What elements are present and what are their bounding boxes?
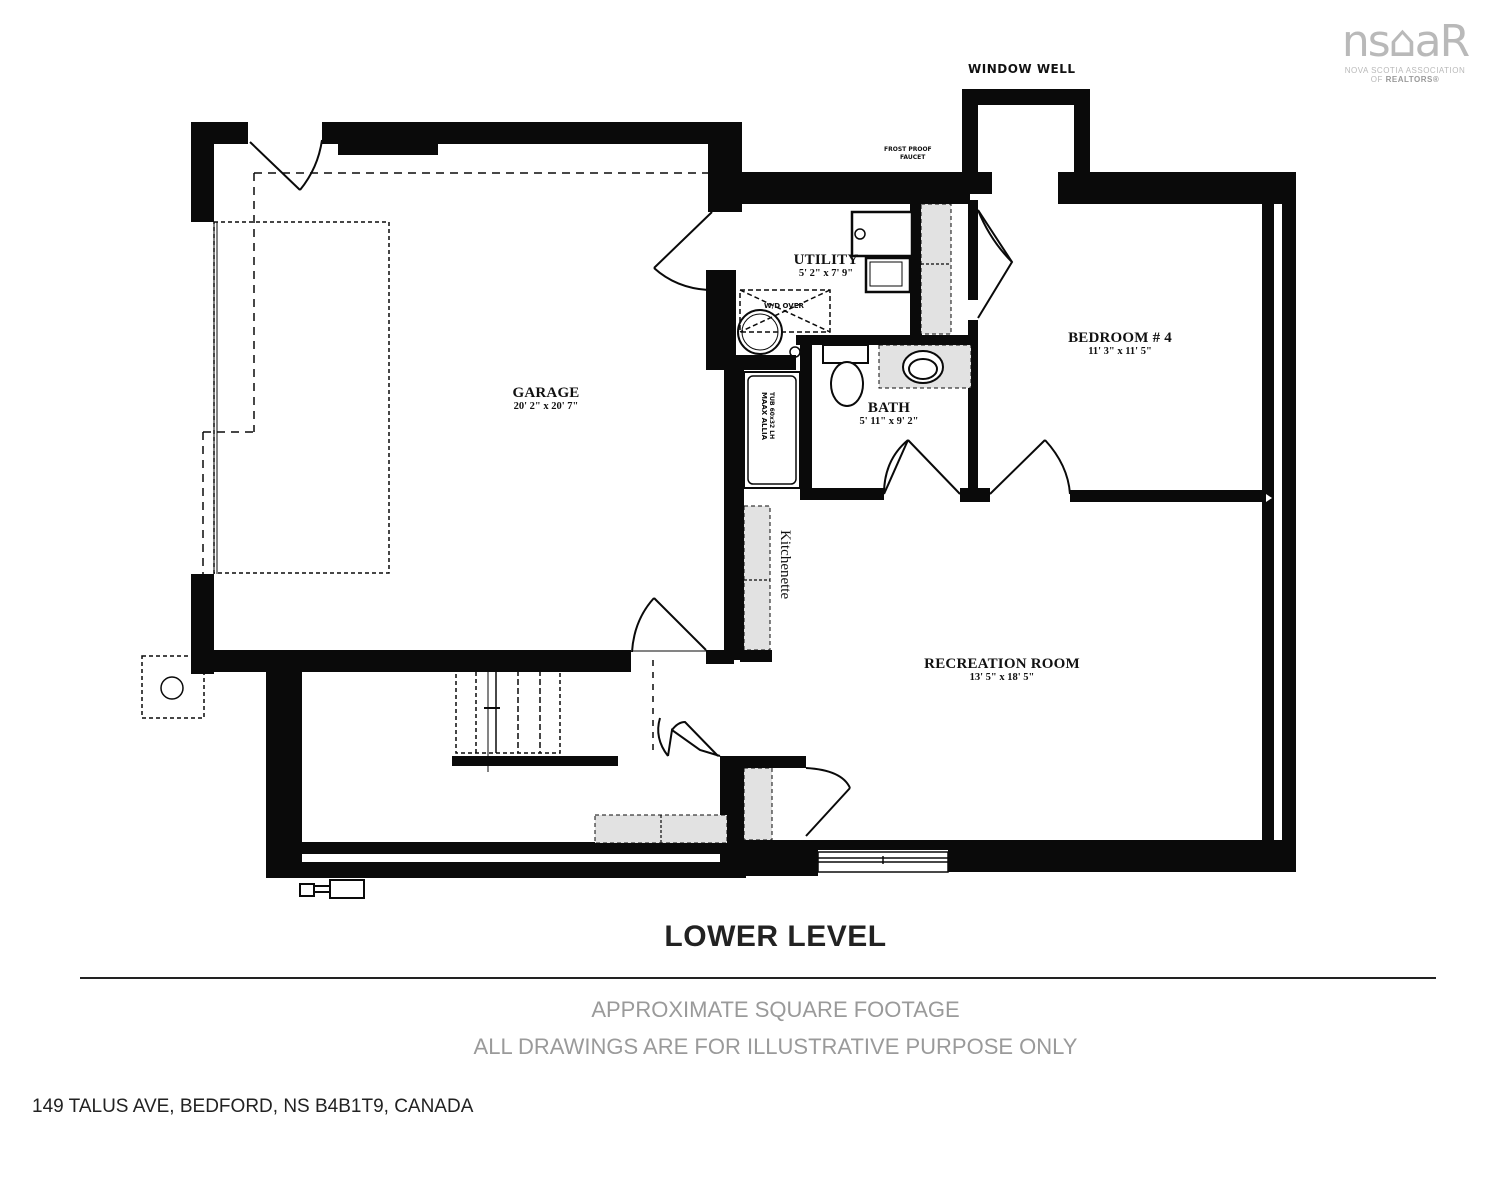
- room-name: UTILITY: [793, 252, 859, 268]
- room-bath: BATH 5' 11" x 9' 2": [860, 400, 919, 427]
- exterior-faucet: [299, 879, 365, 899]
- level-title: LOWER LEVEL: [664, 920, 887, 953]
- bath-fixtures: [822, 344, 944, 407]
- garage-dashed-lines: [202, 172, 708, 574]
- logo-mark: ns⌂aR: [1341, 16, 1470, 67]
- room-dims: 20' 2" x 20' 7": [513, 401, 579, 412]
- note-square-footage: APPROXIMATE SQUARE FOOTAGE: [591, 997, 960, 1022]
- room-utility: UTILITY 5' 2" x 7' 9": [794, 252, 859, 279]
- divider-rule: [80, 977, 1436, 979]
- room-bedroom-4: BEDROOM # 4 11' 3" x 11' 5": [1068, 330, 1172, 357]
- water-heater: [737, 309, 801, 358]
- exterior-meter: [141, 655, 205, 719]
- washer-dryer: [739, 289, 831, 333]
- washer-dryer-label: W/D OVER: [764, 302, 804, 310]
- frost-proof-label-line2: FAUCET: [900, 154, 926, 161]
- room-dims: 5' 11" x 9' 2": [859, 416, 919, 427]
- tub-model: TUB 60x32 LH: [768, 392, 775, 440]
- logo-line2-bold: REALTORS®: [1385, 75, 1440, 84]
- door-swings: [249, 139, 1071, 837]
- bottom-window: [817, 851, 949, 873]
- property-address: 149 TALUS AVE, BEDFORD, NS B4B1T9, CANAD…: [32, 1096, 474, 1117]
- window-well-label: WINDOW WELL: [968, 62, 1076, 76]
- nsar-logo: ns⌂aR NOVA SCOTIA ASSOCIATION OF REALTOR…: [1330, 16, 1480, 85]
- frost-proof-label-line1: FROST PROOF: [884, 146, 932, 153]
- room-name: RECREATION ROOM: [924, 656, 1080, 672]
- car-outline: [213, 221, 390, 574]
- right-wall-marker: [1266, 494, 1272, 502]
- room-name: BEDROOM # 4: [1068, 330, 1172, 346]
- kitchenette-label: Kitchenette: [777, 530, 793, 600]
- room-dims: 5' 2" x 7' 9": [798, 268, 854, 279]
- room-garage: GARAGE 20' 2" x 20' 7": [512, 385, 579, 412]
- garage-door-track: [213, 222, 218, 574]
- room-name: GARAGE: [512, 385, 580, 401]
- counter-dividers: [660, 263, 951, 843]
- room-name: BATH: [867, 400, 911, 416]
- stairs: [455, 650, 561, 772]
- logo-line1: NOVA SCOTIA ASSOCIATION: [1344, 66, 1466, 75]
- room-recreation: RECREATION ROOM 13' 5" x 18' 5": [924, 656, 1080, 683]
- bathtub: [743, 371, 801, 489]
- note-illustrative: ALL DRAWINGS ARE FOR ILLUSTRATIVE PURPOS…: [473, 1034, 1078, 1059]
- utility-fixtures: [850, 210, 914, 294]
- walls: [191, 89, 1296, 878]
- room-dims: 13' 5" x 18' 5": [969, 672, 1035, 683]
- room-dims: 11' 3" x 11' 5": [1088, 346, 1152, 357]
- logo-line2-prefix: OF: [1370, 75, 1386, 84]
- tub-label: MAAX ALLIA: [760, 392, 768, 440]
- logo-line2: OF REALTORS®: [1330, 75, 1480, 84]
